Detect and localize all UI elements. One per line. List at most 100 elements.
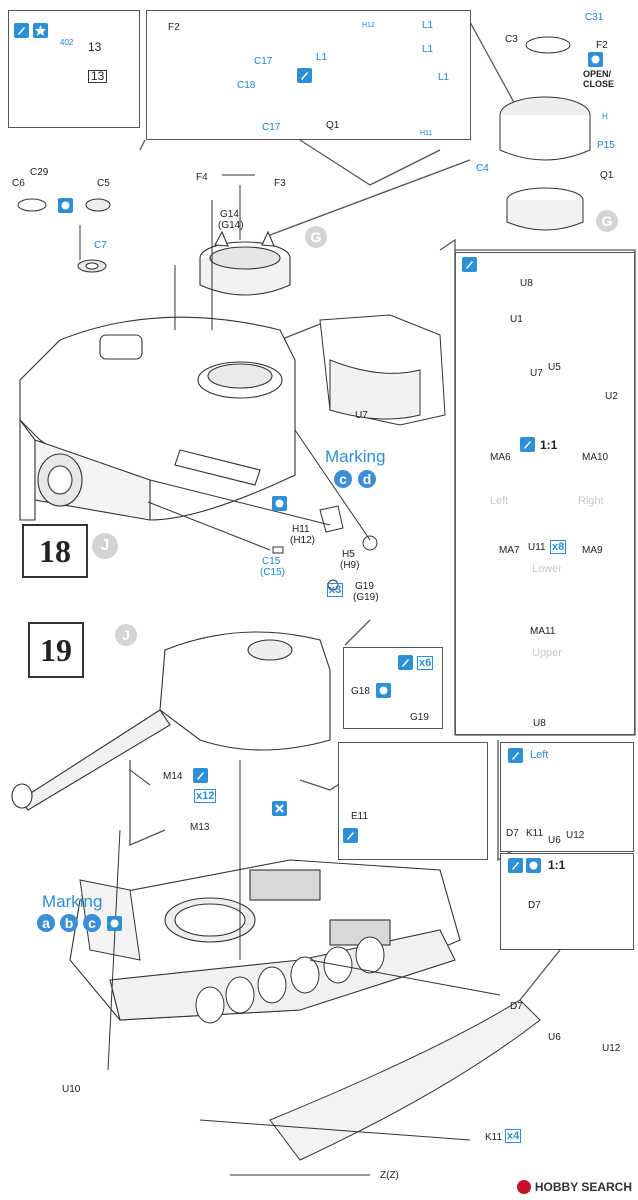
label-ma10: MA10 xyxy=(582,452,609,463)
label-u7: U7 xyxy=(355,410,368,421)
label-d7: D7 xyxy=(510,1001,523,1012)
label-g18: G18 xyxy=(351,686,370,697)
label-h12-ref: H12 xyxy=(362,22,375,29)
paint-icon xyxy=(14,23,29,38)
label-c15: C15 xyxy=(262,556,281,567)
label-h-cupola: H xyxy=(602,112,608,121)
label-m13: M13 xyxy=(190,822,210,833)
marking-title-19: Marking xyxy=(42,892,103,911)
turret-19 xyxy=(11,631,331,811)
label-ma11: MA11 xyxy=(530,626,556,637)
label-q1-hatch: Q1 xyxy=(326,120,340,131)
label-u6: U6 xyxy=(548,1032,561,1043)
paint-icon xyxy=(193,768,208,783)
label-p15: P15 xyxy=(597,140,615,151)
label-d7-inset: D7 xyxy=(506,828,519,839)
label-c18: C18 xyxy=(237,80,256,91)
label-f2-cupola: F2 xyxy=(596,40,608,51)
label-c3: C3 xyxy=(505,34,518,45)
label-ma6: MA6 xyxy=(490,452,511,463)
label-c4: C4 xyxy=(476,163,489,174)
label-c31: C31 xyxy=(585,12,604,23)
e11-inset xyxy=(338,742,488,860)
brand-logo-icon xyxy=(516,1180,531,1194)
paint-icon xyxy=(462,257,477,272)
label-u5: U5 xyxy=(548,362,561,373)
label-m14: M14 xyxy=(163,771,183,782)
qty-x3: x3 xyxy=(327,583,344,597)
label-l1-b: L1 xyxy=(316,52,328,63)
label-u2: U2 xyxy=(605,391,618,402)
paint-icon xyxy=(508,748,523,763)
open-close-label: OPEN/ CLOSE xyxy=(583,69,615,89)
marking-option-c-19: c xyxy=(83,914,101,932)
label-h12: (H12) xyxy=(290,535,316,546)
scale-1to1-inset: 1:1 xyxy=(548,858,566,872)
paint-icon xyxy=(343,828,358,843)
label-g19-alt: (G19) xyxy=(353,592,379,603)
label-l1-c: L1 xyxy=(422,44,434,55)
decal-star-icon xyxy=(33,23,48,38)
label-h9: (H9) xyxy=(340,560,360,571)
g-circle-top: G xyxy=(596,210,618,232)
marking-option-d: d xyxy=(358,470,376,488)
label-h11-ref: H11 xyxy=(420,130,433,137)
qty-x12: x12 xyxy=(194,789,217,803)
paint-icon xyxy=(520,437,535,452)
step-18-number: 18 xyxy=(22,524,88,578)
paint-icon xyxy=(297,68,312,83)
label-c17-a: C17 xyxy=(254,56,273,67)
glue-icon xyxy=(107,916,122,931)
label-lower: Lower xyxy=(532,563,562,575)
label-upper: Upper xyxy=(532,647,562,659)
label-u6-inset: U6 xyxy=(548,835,561,846)
qty-x4: x4 xyxy=(505,1129,522,1143)
label-left-inset: Left xyxy=(530,749,549,761)
label-right-panel: Right xyxy=(578,495,604,507)
glue-icon xyxy=(376,683,391,698)
cupola-g xyxy=(199,230,291,296)
label-u8-top: U8 xyxy=(520,278,533,289)
j-circle-step18: J xyxy=(92,533,118,559)
brand-footer: HOBBY SEARCH xyxy=(516,1180,632,1194)
label-u7-panel: U7 xyxy=(530,368,543,379)
label-c17-b: C17 xyxy=(262,122,281,133)
label-u12-inset: U12 xyxy=(566,830,585,841)
label-k11-inset: K11 xyxy=(526,828,544,839)
step-19-number: 19 xyxy=(28,622,84,678)
remove-icon xyxy=(272,801,287,816)
label-d7-scale: D7 xyxy=(528,900,541,911)
decal-inset xyxy=(8,10,140,128)
marking-option-a: a xyxy=(37,914,55,932)
label-g19: G19 xyxy=(355,581,374,592)
paint-icon xyxy=(508,858,523,873)
label-u1: U1 xyxy=(510,314,523,325)
label-ma9: MA9 xyxy=(582,545,603,556)
glue-icon xyxy=(58,198,73,213)
marking-title-18: Marking xyxy=(325,447,386,466)
qty-x6: x6 xyxy=(417,656,434,670)
label-f4: F4 xyxy=(196,172,208,183)
label-g14: G14 xyxy=(220,209,239,220)
g18-inset xyxy=(343,647,443,729)
label-c15-alt: (C15) xyxy=(260,567,286,578)
decal-number: 13 xyxy=(88,40,102,54)
label-ma7: MA7 xyxy=(499,545,520,556)
label-f2-hatch: F2 xyxy=(168,22,180,33)
label-z: Z(Z) xyxy=(380,1170,399,1181)
u7-plate xyxy=(319,314,446,426)
j-circle-step19: J xyxy=(115,624,137,646)
label-g14-alt: (G14) xyxy=(218,220,244,231)
label-u8-bottom: U8 xyxy=(533,718,546,729)
label-c5: C5 xyxy=(97,178,110,189)
label-l1-a: L1 xyxy=(422,20,434,31)
paint-icon xyxy=(398,655,413,670)
label-u12: U12 xyxy=(602,1043,621,1054)
label-c6: C6 xyxy=(12,178,25,189)
label-e11: E11 xyxy=(351,811,369,822)
label-u10: U10 xyxy=(62,1084,81,1095)
marking-option-b: b xyxy=(60,914,78,932)
glue-icon xyxy=(526,858,541,873)
open-close-icon xyxy=(588,52,603,67)
label-left-panel: Left xyxy=(490,495,509,507)
